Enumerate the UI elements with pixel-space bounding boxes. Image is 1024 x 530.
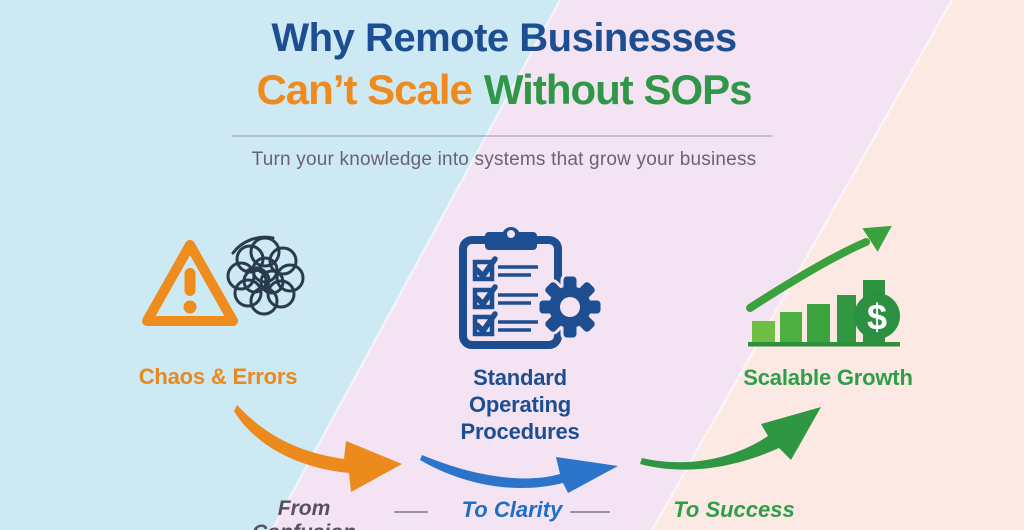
subtitle: Turn your knowledge into systems that gr… xyxy=(251,149,757,170)
stage-label-sop-line1: Standard Operating xyxy=(468,365,572,417)
title-green-part: Without SOPs xyxy=(483,66,753,113)
stage-label-growth: Scalable Growth xyxy=(743,365,913,390)
flow-arrow-blue-icon xyxy=(420,455,618,493)
flow-label-to-success: To Success xyxy=(673,497,795,522)
checklist-rows xyxy=(472,256,538,337)
flow-label-from-confusion: From Confusion xyxy=(252,497,356,530)
title-orange-part: Can’t Scale xyxy=(256,66,472,113)
flow-dash-1 xyxy=(394,511,428,513)
title-divider-line xyxy=(232,135,772,137)
flow-label-to-clarity: To Clarity xyxy=(461,497,563,522)
gear-icon xyxy=(536,273,604,341)
stage-label-chaos: Chaos & Errors xyxy=(138,364,298,389)
flow-arrow-orange-icon xyxy=(234,405,402,492)
growth-bars-icon: $ xyxy=(746,225,900,347)
trend-arrow-icon xyxy=(746,225,892,312)
flow-arrow-green-icon xyxy=(640,407,821,470)
warning-triangle-icon xyxy=(142,240,238,326)
tangled-scribble-icon xyxy=(226,235,305,316)
page-title-line1: Why Remote Businesses xyxy=(271,16,737,60)
dollar-coin-icon: $ xyxy=(854,293,900,339)
svg-text:$: $ xyxy=(867,297,887,338)
clipboard-checklist-icon xyxy=(459,227,604,349)
stage-label-sop-line2: Procedures xyxy=(460,419,580,444)
stage-label-sop: Standard Operating Procedures xyxy=(420,364,620,445)
flow-dash-2 xyxy=(570,511,610,513)
chart-baseline xyxy=(748,342,900,347)
